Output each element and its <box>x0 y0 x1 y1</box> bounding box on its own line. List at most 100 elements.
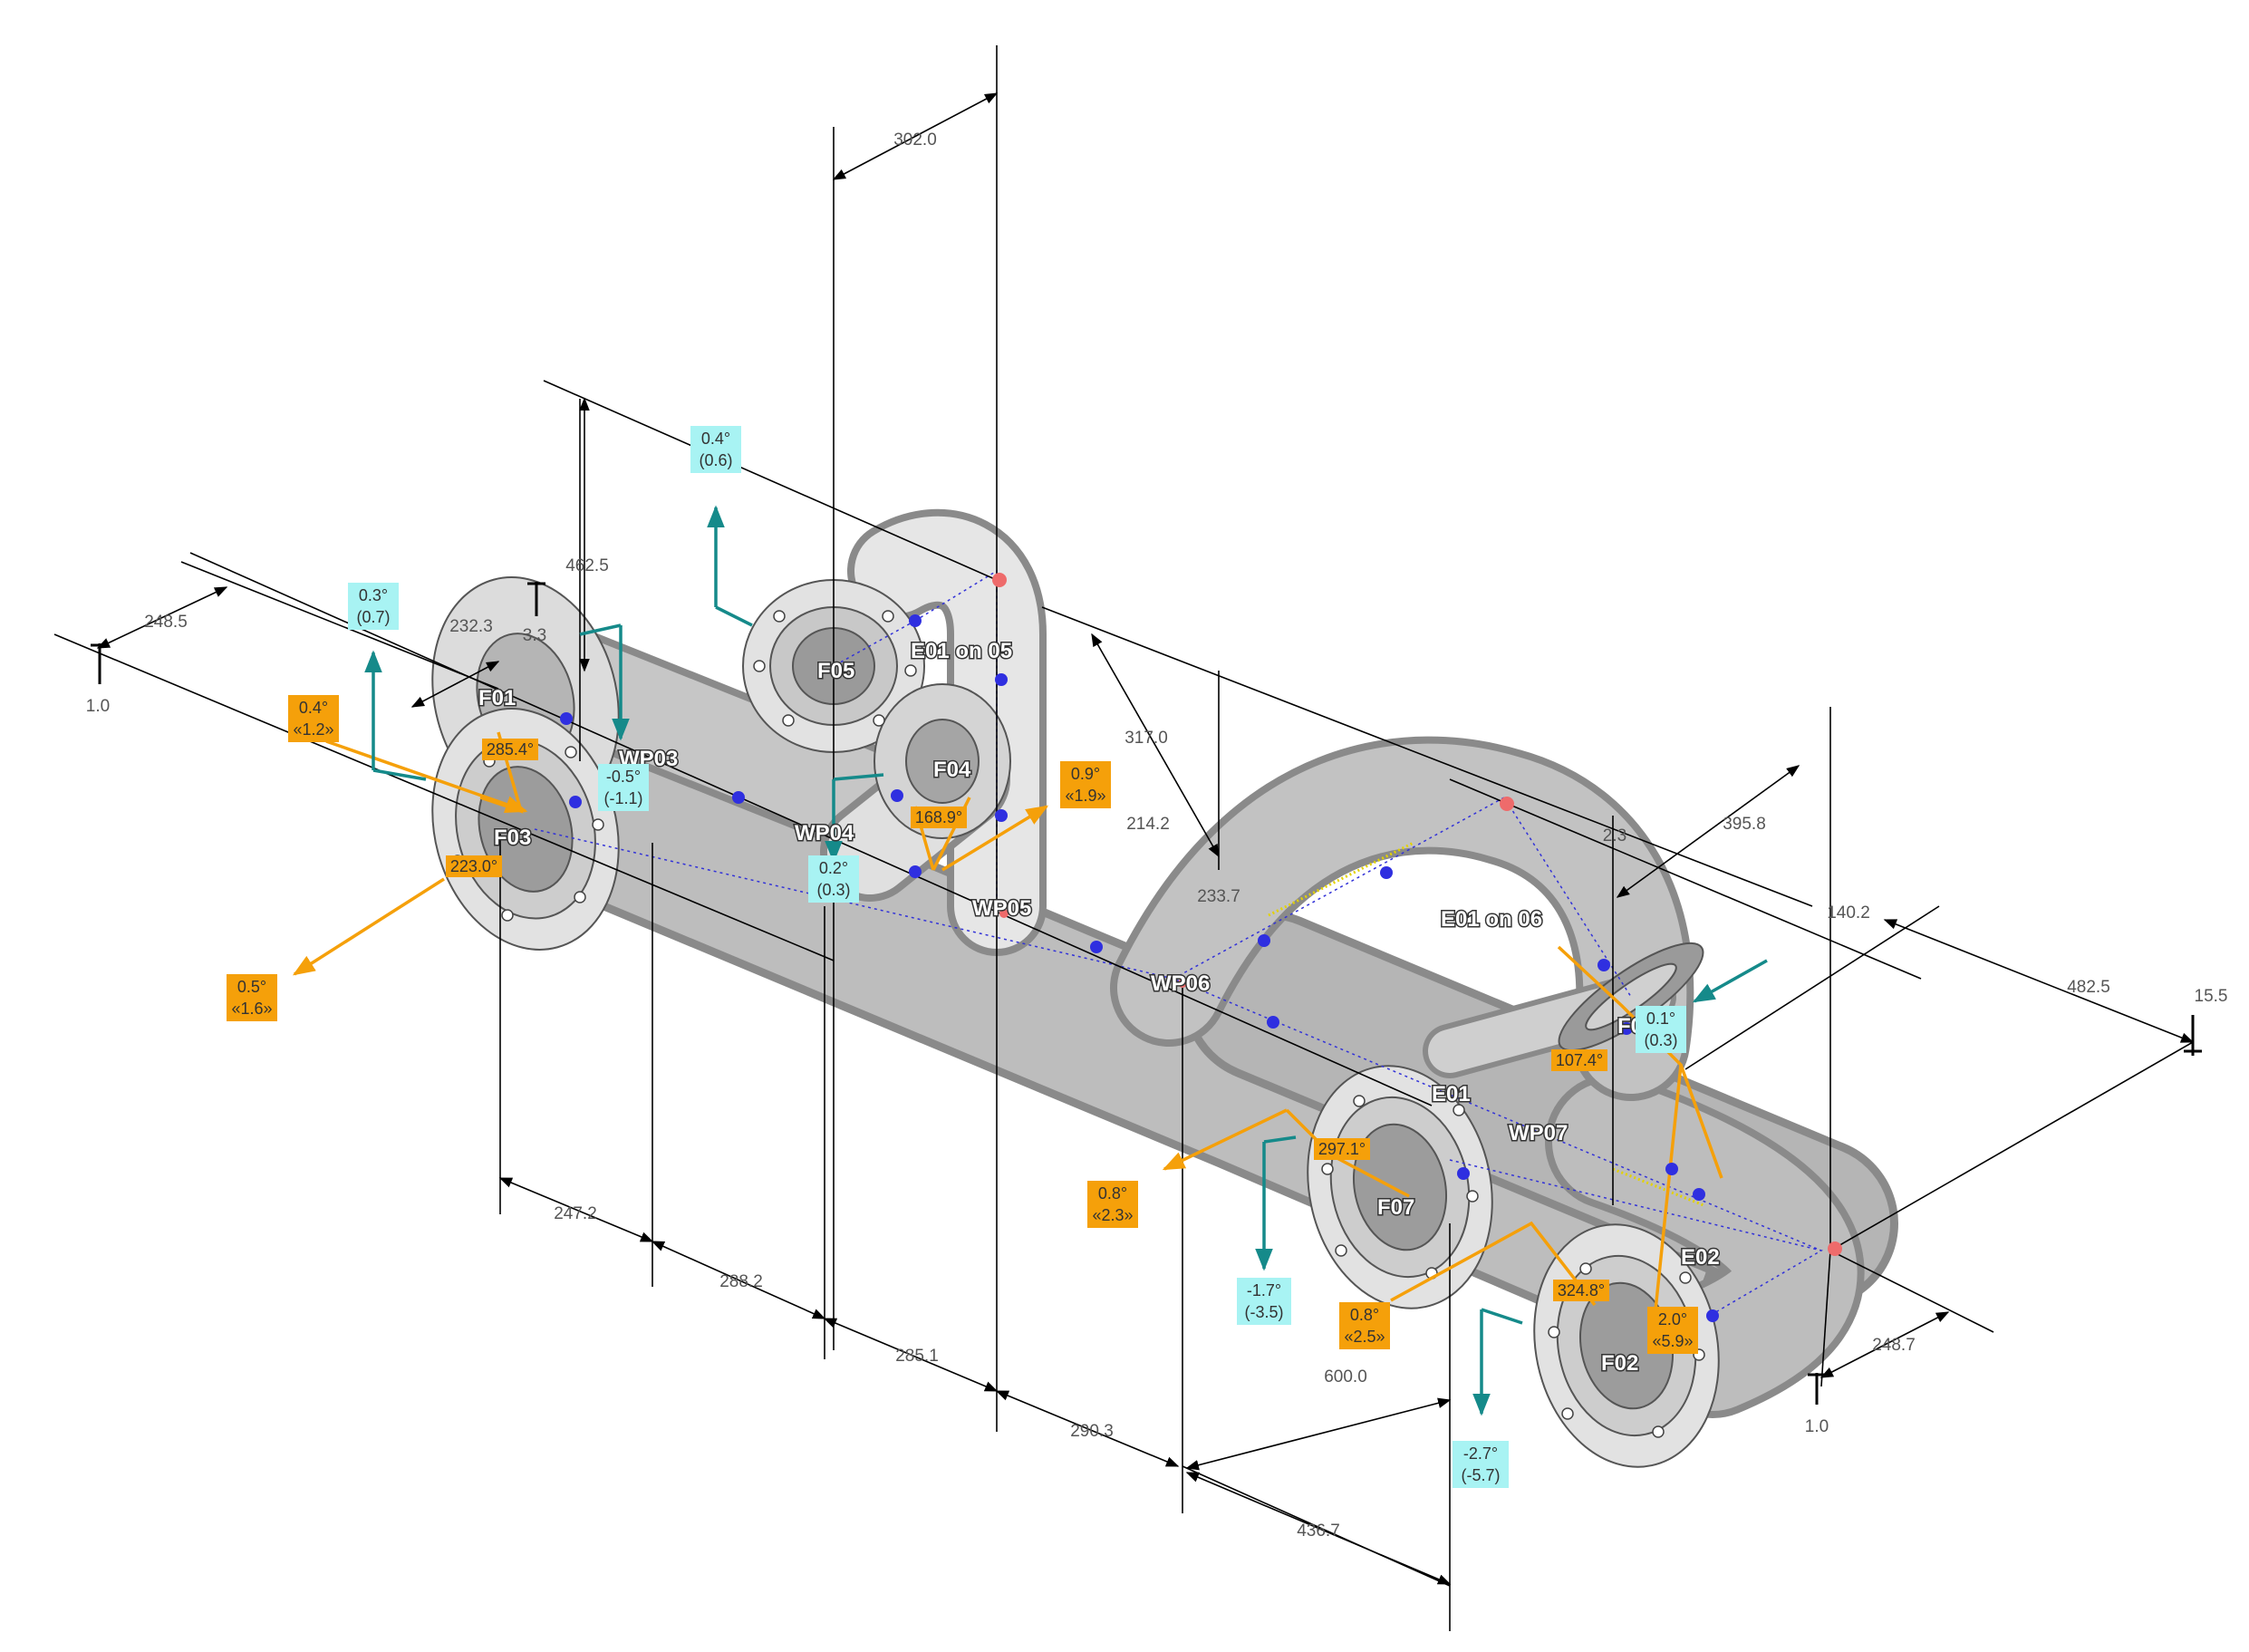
orange-box-5: 2.0°«5.9» <box>1647 1307 1698 1354</box>
orange-box-0: 0.4° «1.2» <box>288 695 339 742</box>
svg-text:107.4°: 107.4° <box>1556 1051 1603 1069</box>
svg-text:0.1°: 0.1° <box>1646 1010 1675 1028</box>
rotation-tag-297-1: 297.1° <box>1314 1138 1370 1160</box>
red-points <box>992 573 1842 1256</box>
svg-text:(-3.5): (-3.5) <box>1244 1303 1283 1321</box>
label-wp07: WP07 <box>1509 1121 1568 1145</box>
svg-text:(0.6): (0.6) <box>699 451 732 469</box>
svg-text:223.0°: 223.0° <box>450 857 497 875</box>
dim-15-5: 15.5 <box>2195 987 2228 1006</box>
e01-on-06-loop-body <box>1117 743 1687 1094</box>
orange-box-3: 0.8° «2.3» <box>1087 1181 1138 1228</box>
teal-deviation-arrows <box>364 505 1768 1416</box>
svg-text:(0.3): (0.3) <box>816 881 850 899</box>
cyan-box-3: 0.2° (0.3) <box>808 855 859 903</box>
orange-box-4: 0.8° «2.5» <box>1339 1302 1390 1349</box>
dim-317-0: 317.0 <box>1124 729 1168 748</box>
svg-text:324.8°: 324.8° <box>1558 1281 1605 1299</box>
cyan-deviation-boxes: 0.4° (0.6) 0.3° (0.7) -0.5° (-1.1) 0.2° (0.3… <box>348 426 1686 1488</box>
label-wp04: WP04 <box>795 821 854 845</box>
svg-text:«2.3»: «2.3» <box>1092 1206 1133 1224</box>
label-f05: F05 <box>817 659 854 683</box>
dim-248-7: 248.7 <box>1872 1336 1916 1355</box>
dim-290-3: 290.3 <box>1070 1422 1114 1441</box>
dim-600-0: 600.0 <box>1324 1367 1367 1386</box>
reference-tripods <box>91 582 2202 1405</box>
label-e01-on-05: E01 on 05 <box>911 639 1012 663</box>
component-labels: F01 F03 F05 F04 F07 F02 F06 WP03 WP04 WP… <box>478 638 1722 1377</box>
cyan-box-2: -0.5° (-1.1) <box>598 764 649 811</box>
svg-text:0.2°: 0.2° <box>819 859 848 877</box>
svg-text:0.8°: 0.8° <box>1350 1306 1379 1324</box>
svg-text:«1.6»: «1.6» <box>231 1000 272 1018</box>
rotation-tag-223-0: 223.0° <box>446 855 502 877</box>
dim-285-1: 285.1 <box>895 1347 939 1366</box>
cyan-box-1: 0.3° (0.7) <box>348 583 399 630</box>
blue-points <box>560 614 1719 1322</box>
dim-232-3: 232.3 <box>449 617 493 636</box>
orange-box-2: 0.9° «1.9» <box>1060 761 1111 808</box>
dimension-values: 302.0 462.5 248.5 1.0 232.3 3.3 317.0 21… <box>86 130 2228 1541</box>
dim-140-2: 140.2 <box>1827 903 1870 923</box>
svg-text:297.1°: 297.1° <box>1318 1140 1366 1158</box>
dim-248-5: 248.5 <box>144 613 188 632</box>
label-e02: E02 <box>1681 1245 1720 1270</box>
dim-302-0: 302.0 <box>893 130 937 150</box>
label-e01-on-06: E01 on 06 <box>1441 907 1542 932</box>
rotation-tag-168-9: 168.9° <box>911 807 967 828</box>
dimension-lines <box>53 45 2195 1631</box>
label-wp06: WP06 <box>1151 971 1210 996</box>
rotation-tag-107-4: 107.4° <box>1551 1049 1607 1071</box>
label-wp05: WP05 <box>972 896 1031 921</box>
dim-214-2: 214.2 <box>1126 815 1170 834</box>
orange-box-1: 0.5° «1.6» <box>227 974 277 1021</box>
dim-1-0-right: 1.0 <box>1805 1417 1829 1436</box>
svg-text:«1.9»: «1.9» <box>1065 787 1105 805</box>
flange-f04 <box>874 683 1011 839</box>
svg-text:0.5°: 0.5° <box>237 978 266 996</box>
svg-text:-0.5°: -0.5° <box>606 768 641 786</box>
cyan-box-4: 0.1° (0.3) <box>1636 1006 1686 1053</box>
label-f07: F07 <box>1377 1195 1414 1220</box>
svg-text:0.9°: 0.9° <box>1071 765 1100 783</box>
orange-deviation-boxes: 0.4°«1.2» 0.5°«1.6» 0.9°«1.9» 0.8°«2.3» … <box>227 695 1698 1354</box>
svg-text:«1.2»: «1.2» <box>293 720 333 739</box>
svg-text:0.8°: 0.8° <box>1098 1184 1127 1203</box>
bolt-holes <box>451 610 1705 1438</box>
cyan-box-6: -2.7° (-5.7) <box>1453 1441 1509 1488</box>
dim-288-2: 288.2 <box>719 1272 763 1291</box>
label-f01: F01 <box>478 686 516 710</box>
svg-text:0.4°: 0.4° <box>701 430 730 448</box>
dim-2-3: 2.3 <box>1603 826 1626 845</box>
cyan-box-5: -1.7° (-3.5) <box>1237 1278 1291 1325</box>
svg-text:«5.9»: «5.9» <box>1652 1332 1693 1350</box>
svg-text:0.4°: 0.4° <box>299 699 328 717</box>
svg-text:-1.7°: -1.7° <box>1247 1281 1281 1299</box>
main-pipe-body <box>457 710 1709 1328</box>
rotation-tags: 285.4° 223.0° 168.9° 107.4° 297.1° 324.8… <box>446 739 1609 1301</box>
rotation-tag-324-8: 324.8° <box>1553 1280 1609 1301</box>
dim-436-7: 436.7 <box>1297 1522 1340 1541</box>
svg-text:0.3°: 0.3° <box>359 586 388 604</box>
svg-text:(-1.1): (-1.1) <box>603 789 642 807</box>
svg-text:(0.7): (0.7) <box>356 608 390 626</box>
dim-482-5: 482.5 <box>2067 978 2110 997</box>
svg-text:-2.7°: -2.7° <box>1463 1444 1498 1463</box>
rotation-tag-285-4: 285.4° <box>482 739 538 760</box>
svg-text:285.4°: 285.4° <box>487 740 534 758</box>
svg-text:«2.5»: «2.5» <box>1344 1328 1385 1346</box>
svg-text:(-5.7): (-5.7) <box>1461 1466 1500 1484</box>
svg-text:168.9°: 168.9° <box>915 808 962 826</box>
dim-3-3: 3.3 <box>523 626 546 645</box>
dim-247-2: 247.2 <box>554 1204 597 1223</box>
dim-233-7: 233.7 <box>1197 887 1240 906</box>
e02-bend-body <box>1552 1081 1858 1411</box>
svg-text:(0.3): (0.3) <box>1644 1031 1677 1049</box>
dim-1-0-left: 1.0 <box>86 697 110 716</box>
dim-395-8: 395.8 <box>1723 815 1766 834</box>
label-f03: F03 <box>494 826 531 850</box>
cyan-box-0: 0.4° (0.6) <box>690 426 741 473</box>
label-f04: F04 <box>933 758 971 782</box>
